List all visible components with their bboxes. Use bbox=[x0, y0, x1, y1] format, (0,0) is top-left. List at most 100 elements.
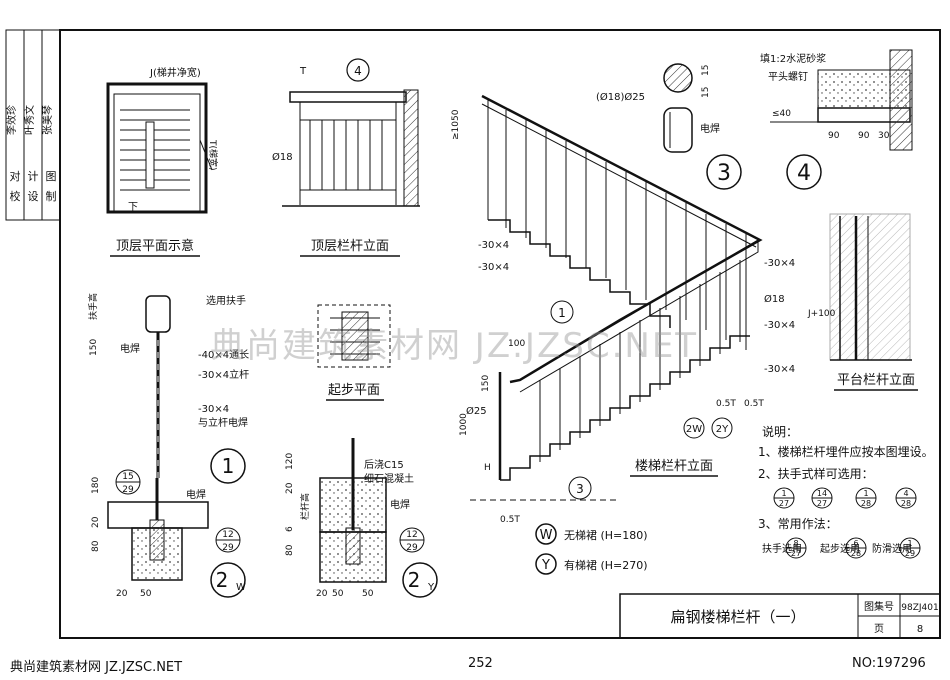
stair-railing-elevation bbox=[470, 94, 763, 501]
notes: 说明： 1、楼梯栏杆埋件应按本图埋设。 2、扶手式样可选用： 3、常用作法： 1… bbox=[758, 424, 934, 559]
legend-y: 有梯裙 (H=270) bbox=[564, 558, 648, 572]
svg-text:120: 120 bbox=[285, 453, 295, 470]
sidebar-row-1-name: 叶秀文 bbox=[23, 105, 36, 135]
svg-text:150: 150 bbox=[89, 339, 99, 356]
svg-text:0.5T: 0.5T bbox=[716, 399, 736, 409]
svg-text:2、扶手式样可选用：: 2、扶手式样可选用： bbox=[758, 466, 874, 481]
svg-text:1: 1 bbox=[781, 489, 786, 498]
sidebar-row-2-mid: 图 bbox=[46, 170, 57, 183]
svg-text:28: 28 bbox=[851, 549, 861, 558]
svg-text:15: 15 bbox=[701, 87, 711, 98]
svg-text:29: 29 bbox=[122, 485, 134, 495]
svg-text:27: 27 bbox=[791, 549, 801, 558]
page-number: 8 bbox=[917, 624, 923, 635]
svg-text:20: 20 bbox=[316, 589, 328, 599]
svg-text:-40×4通长: -40×4通长 bbox=[198, 349, 249, 361]
page-label: 页 bbox=[874, 623, 884, 635]
detail-3 bbox=[663, 63, 693, 153]
svg-text:平头螺钉: 平头螺钉 bbox=[768, 71, 808, 83]
svg-text:29: 29 bbox=[222, 543, 234, 553]
svg-text:扶手高: 扶手高 bbox=[87, 293, 99, 320]
svg-text:14: 14 bbox=[817, 489, 827, 498]
sidebar-row-0-left: 校 bbox=[10, 189, 21, 203]
section-1 bbox=[145, 295, 171, 478]
svg-text:29: 29 bbox=[905, 549, 915, 558]
platform-railing-elevation bbox=[829, 213, 912, 361]
svg-text:20: 20 bbox=[91, 516, 101, 528]
top-rail-title: 顶层栏杆立面 bbox=[311, 239, 389, 254]
svg-text:27: 27 bbox=[817, 499, 827, 508]
detail-3-label: (Ø18)Ø25 bbox=[596, 91, 645, 103]
svg-text:防滑选用: 防滑选用 bbox=[872, 542, 912, 555]
section-2w-sub: W bbox=[236, 582, 246, 593]
sheet-border bbox=[59, 29, 941, 639]
sidebar-row-0-name: 李效珍 bbox=[5, 105, 18, 135]
svg-text:1: 1 bbox=[907, 539, 912, 548]
atlas-number: 98ZJ401 bbox=[901, 603, 938, 613]
svg-text:≥1050: ≥1050 bbox=[451, 109, 461, 140]
footer-ref-no: NO:197296 bbox=[852, 656, 926, 671]
svg-text:说明：: 说明： bbox=[762, 424, 798, 439]
svg-text:0.5T: 0.5T bbox=[744, 399, 764, 409]
drawing-title: 扁钢楼梯栏杆（一） bbox=[670, 608, 805, 626]
svg-text:3: 3 bbox=[576, 482, 584, 496]
detail-4 bbox=[770, 49, 913, 151]
svg-text:4: 4 bbox=[797, 161, 811, 186]
svg-text:2Y: 2Y bbox=[716, 424, 729, 435]
svg-text:0.5T: 0.5T bbox=[500, 515, 520, 525]
svg-text:3、常用作法：: 3、常用作法： bbox=[758, 517, 838, 531]
svg-text:8: 8 bbox=[793, 539, 798, 548]
svg-text:W: W bbox=[540, 528, 553, 543]
top-plan-j-label: J(梯井净宽) bbox=[149, 66, 201, 79]
svg-text:起步选用: 起步选用 bbox=[820, 542, 860, 555]
sidebar-row-1-left: 设 bbox=[28, 190, 39, 203]
svg-text:4: 4 bbox=[903, 489, 908, 498]
atlas-label: 图集号 bbox=[864, 600, 894, 613]
top-rail-d18-label: Ø18 bbox=[272, 151, 293, 163]
svg-text:12: 12 bbox=[222, 530, 233, 540]
section-2y-sub: Y bbox=[427, 582, 435, 593]
svg-text:20: 20 bbox=[285, 482, 295, 494]
svg-text:1: 1 bbox=[863, 489, 868, 498]
svg-text:29: 29 bbox=[406, 543, 418, 553]
svg-text:28: 28 bbox=[901, 499, 911, 508]
svg-text:J+100: J+100 bbox=[807, 309, 836, 319]
svg-text:Y: Y bbox=[541, 558, 550, 573]
top-plan-view bbox=[106, 82, 213, 214]
legend-w: 无梯裙 (H=180) bbox=[564, 529, 648, 542]
svg-text:与立杆电焊: 与立杆电焊 bbox=[198, 416, 248, 429]
top-rail-t-label: T bbox=[299, 66, 307, 77]
svg-text:6: 6 bbox=[285, 526, 295, 532]
stair-title: 楼梯栏杆立面 bbox=[635, 459, 713, 474]
svg-text:1、楼梯栏杆埋件应按本图埋设。: 1、楼梯栏杆埋件应按本图埋设。 bbox=[758, 444, 934, 459]
legend: W 无梯裙 (H=180) Y 有梯裙 (H=270) bbox=[535, 523, 648, 575]
svg-text:-30×4: -30×4 bbox=[764, 364, 795, 375]
svg-text:-30×4: -30×4 bbox=[198, 404, 229, 415]
svg-text:后浇C15: 后浇C15 bbox=[364, 458, 404, 471]
svg-text:15: 15 bbox=[701, 65, 711, 76]
svg-text:28: 28 bbox=[861, 499, 871, 508]
svg-text:50: 50 bbox=[362, 589, 374, 599]
sidebar-row-2-left: 制 bbox=[46, 190, 57, 203]
svg-text:栏杆高: 栏杆高 bbox=[299, 493, 311, 520]
svg-text:50: 50 bbox=[140, 589, 152, 599]
svg-text:-30×4: -30×4 bbox=[478, 240, 509, 251]
footer-page-number: 252 bbox=[468, 656, 493, 671]
section-2y bbox=[319, 438, 387, 583]
signature-sidebar: 校 对 设 计 制 图 李效珍 叶秀文 张美琴 bbox=[5, 29, 61, 221]
section-2w bbox=[107, 478, 209, 581]
start-plan-title: 起步平面 bbox=[328, 383, 380, 398]
svg-text:-30×4: -30×4 bbox=[764, 258, 795, 269]
svg-text:1000: 1000 bbox=[459, 413, 469, 436]
svg-text:150: 150 bbox=[481, 375, 491, 392]
svg-text:电焊: 电焊 bbox=[186, 488, 206, 501]
svg-text:2W: 2W bbox=[686, 424, 702, 435]
svg-text:-30×4: -30×4 bbox=[764, 320, 795, 331]
svg-text:Ø25: Ø25 bbox=[466, 405, 487, 417]
svg-text:50: 50 bbox=[332, 589, 344, 599]
footer-site: 典尚建筑素材网 JZ.JZSC.NET bbox=[10, 660, 183, 675]
svg-text:3: 3 bbox=[717, 161, 731, 186]
start-plan-view bbox=[317, 304, 391, 368]
svg-text:Ø18: Ø18 bbox=[764, 293, 785, 305]
